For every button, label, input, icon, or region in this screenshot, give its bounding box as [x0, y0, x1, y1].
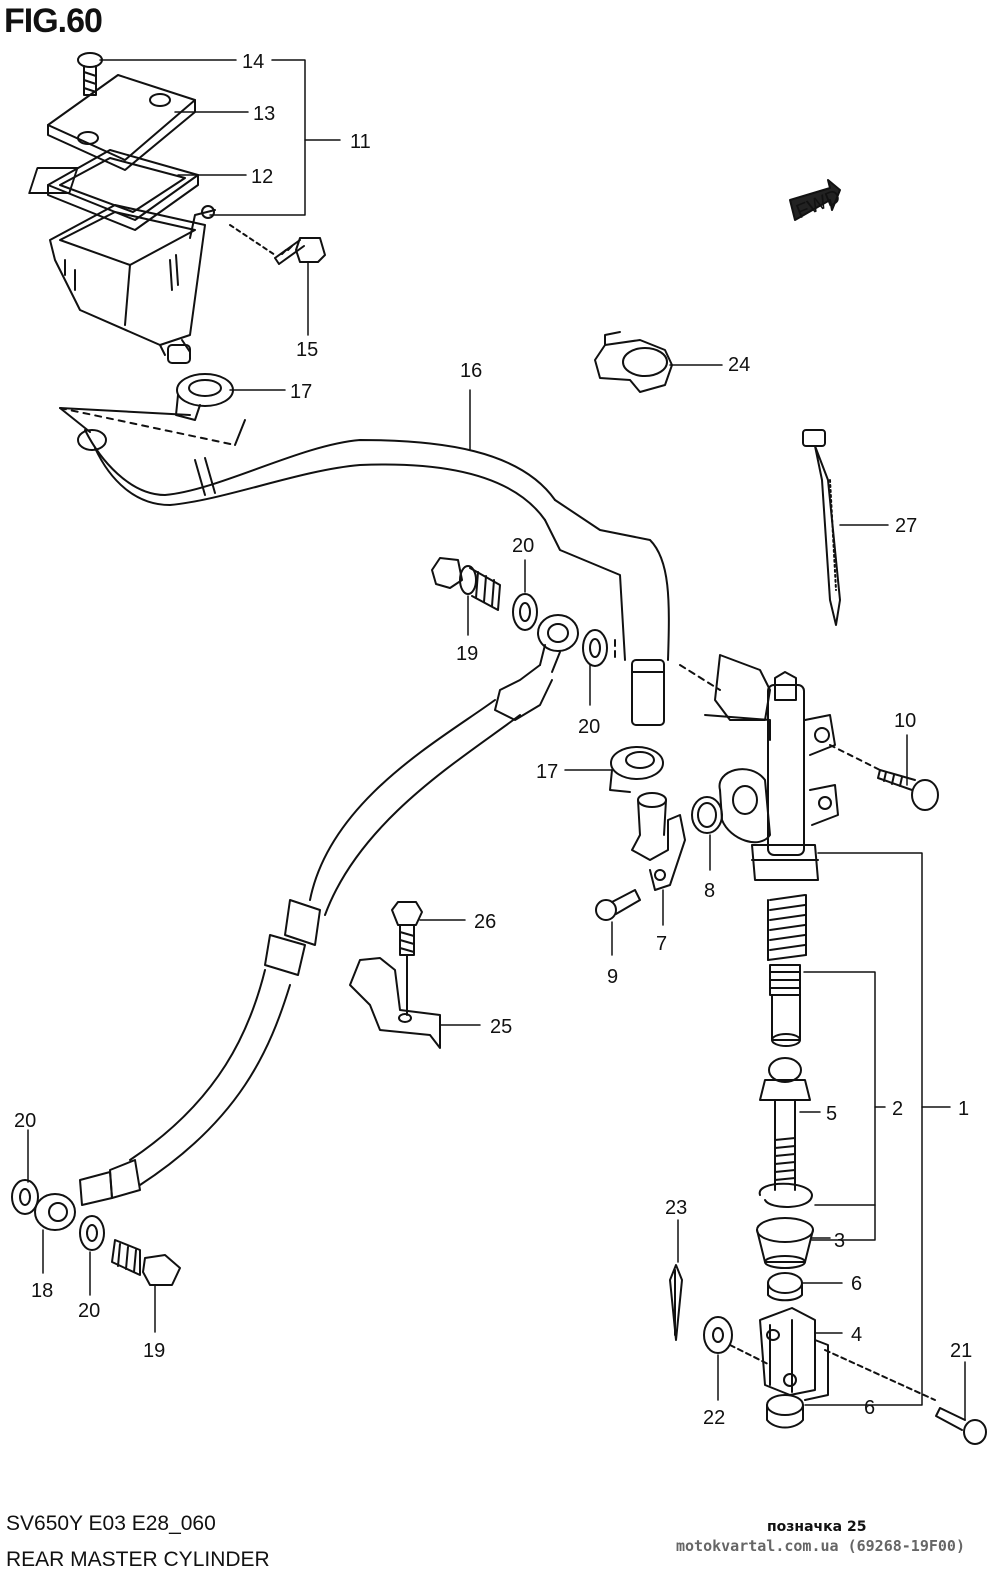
callout-25: 25 — [490, 1016, 512, 1038]
reservoir-body-part — [49, 204, 216, 364]
callout-1: 1 — [958, 1098, 969, 1120]
clevis-part — [759, 1307, 829, 1401]
inlet-screw-part — [595, 889, 641, 921]
callout-20-lower-2: 20 — [78, 1300, 100, 1322]
callout-18: 18 — [31, 1280, 53, 1302]
callout-11: 11 — [350, 131, 371, 153]
callout-15: 15 — [296, 339, 318, 361]
banjo-union-lower-part — [34, 1193, 76, 1231]
callout-16: 16 — [460, 360, 482, 382]
callout-19-upper: 19 — [456, 643, 478, 665]
callout-3: 3 — [834, 1230, 845, 1252]
callout-8: 8 — [704, 880, 715, 902]
banjo-bolt-lower-part — [111, 1239, 181, 1286]
footer-site: motokvartal.com.ua (69268-19F00) — [676, 1537, 965, 1555]
callout-20-upper-2: 20 — [578, 716, 600, 738]
callout-21: 21 — [950, 1340, 972, 1362]
callout-labels: 14 13 11 12 15 17 16 24 27 20 19 20 10 1… — [14, 51, 972, 1429]
clevis-pin-part — [824, 1349, 987, 1445]
callout-24: 24 — [728, 354, 750, 376]
push-rod-part — [759, 1057, 811, 1191]
clamp-part — [594, 331, 673, 393]
washer-lower-1-part — [11, 1179, 39, 1215]
reservoir-bolt-part — [229, 224, 326, 265]
callout-27: 27 — [895, 515, 917, 537]
circlip-part — [758, 1182, 813, 1208]
footer-mark: позначка 25 — [767, 1519, 867, 1535]
fwd-arrow-icon — [789, 179, 841, 221]
figure-name: REAR MASTER CYLINDER — [6, 1548, 270, 1571]
figure-title: FIG.60 — [4, 2, 103, 40]
callout-19-lower: 19 — [143, 1340, 165, 1362]
mounting-bolt-10-part — [829, 744, 939, 811]
reservoir-diaphragm-part — [28, 149, 199, 231]
brake-hose-part — [79, 664, 553, 1206]
callout-12: 12 — [251, 166, 273, 188]
callout-10: 10 — [894, 710, 916, 732]
hose-clamp-lower-part — [609, 746, 664, 793]
bracket-bolt-part — [391, 901, 423, 956]
callout-7: 7 — [656, 933, 667, 955]
callout-6-lower: 6 — [864, 1397, 875, 1419]
spring-part — [767, 894, 807, 961]
banjo-union-upper-part — [537, 614, 579, 673]
callout-14: 14 — [242, 51, 264, 73]
callout-22: 22 — [703, 1407, 725, 1429]
callout-26: 26 — [474, 911, 496, 933]
reservoir-cap-part — [47, 74, 196, 171]
nut-upper-part — [767, 1272, 803, 1302]
callout-5: 5 — [826, 1103, 837, 1125]
callout-23: 23 — [665, 1197, 687, 1219]
nut-lower-part — [766, 1394, 804, 1429]
callout-20-upper-1: 20 — [512, 535, 534, 557]
callout-6-upper: 6 — [851, 1273, 862, 1295]
o-ring-part — [691, 796, 723, 834]
bracket-part — [349, 954, 441, 1049]
callout-13: 13 — [253, 103, 275, 125]
callout-20-lower-1: 20 — [14, 1110, 36, 1132]
callout-17-upper: 17 — [290, 381, 312, 403]
boot-part — [756, 1217, 814, 1269]
leader-lines — [27, 59, 966, 1421]
washer-upper-2-part — [582, 629, 608, 667]
cable-tie-part — [802, 429, 841, 626]
banjo-bolt-upper-part — [431, 557, 501, 611]
master-cylinder-body-part — [704, 654, 839, 881]
hose-clamp-upper-part — [175, 373, 234, 421]
reservoir-hose-part — [59, 407, 721, 726]
inlet-connector-part — [631, 792, 686, 891]
cotter-pin-part — [669, 1264, 683, 1341]
callout-17-lower: 17 — [536, 761, 558, 783]
callout-4: 4 — [851, 1324, 862, 1346]
washer-lower-2-part — [79, 1215, 105, 1251]
model-code: SV650Y E03 E28_060 — [6, 1512, 216, 1535]
washer-upper-1-part — [512, 593, 538, 631]
piston-part — [769, 964, 801, 1047]
washer-22-part — [703, 1316, 771, 1366]
callout-2: 2 — [892, 1098, 903, 1120]
callout-9: 9 — [607, 966, 618, 988]
